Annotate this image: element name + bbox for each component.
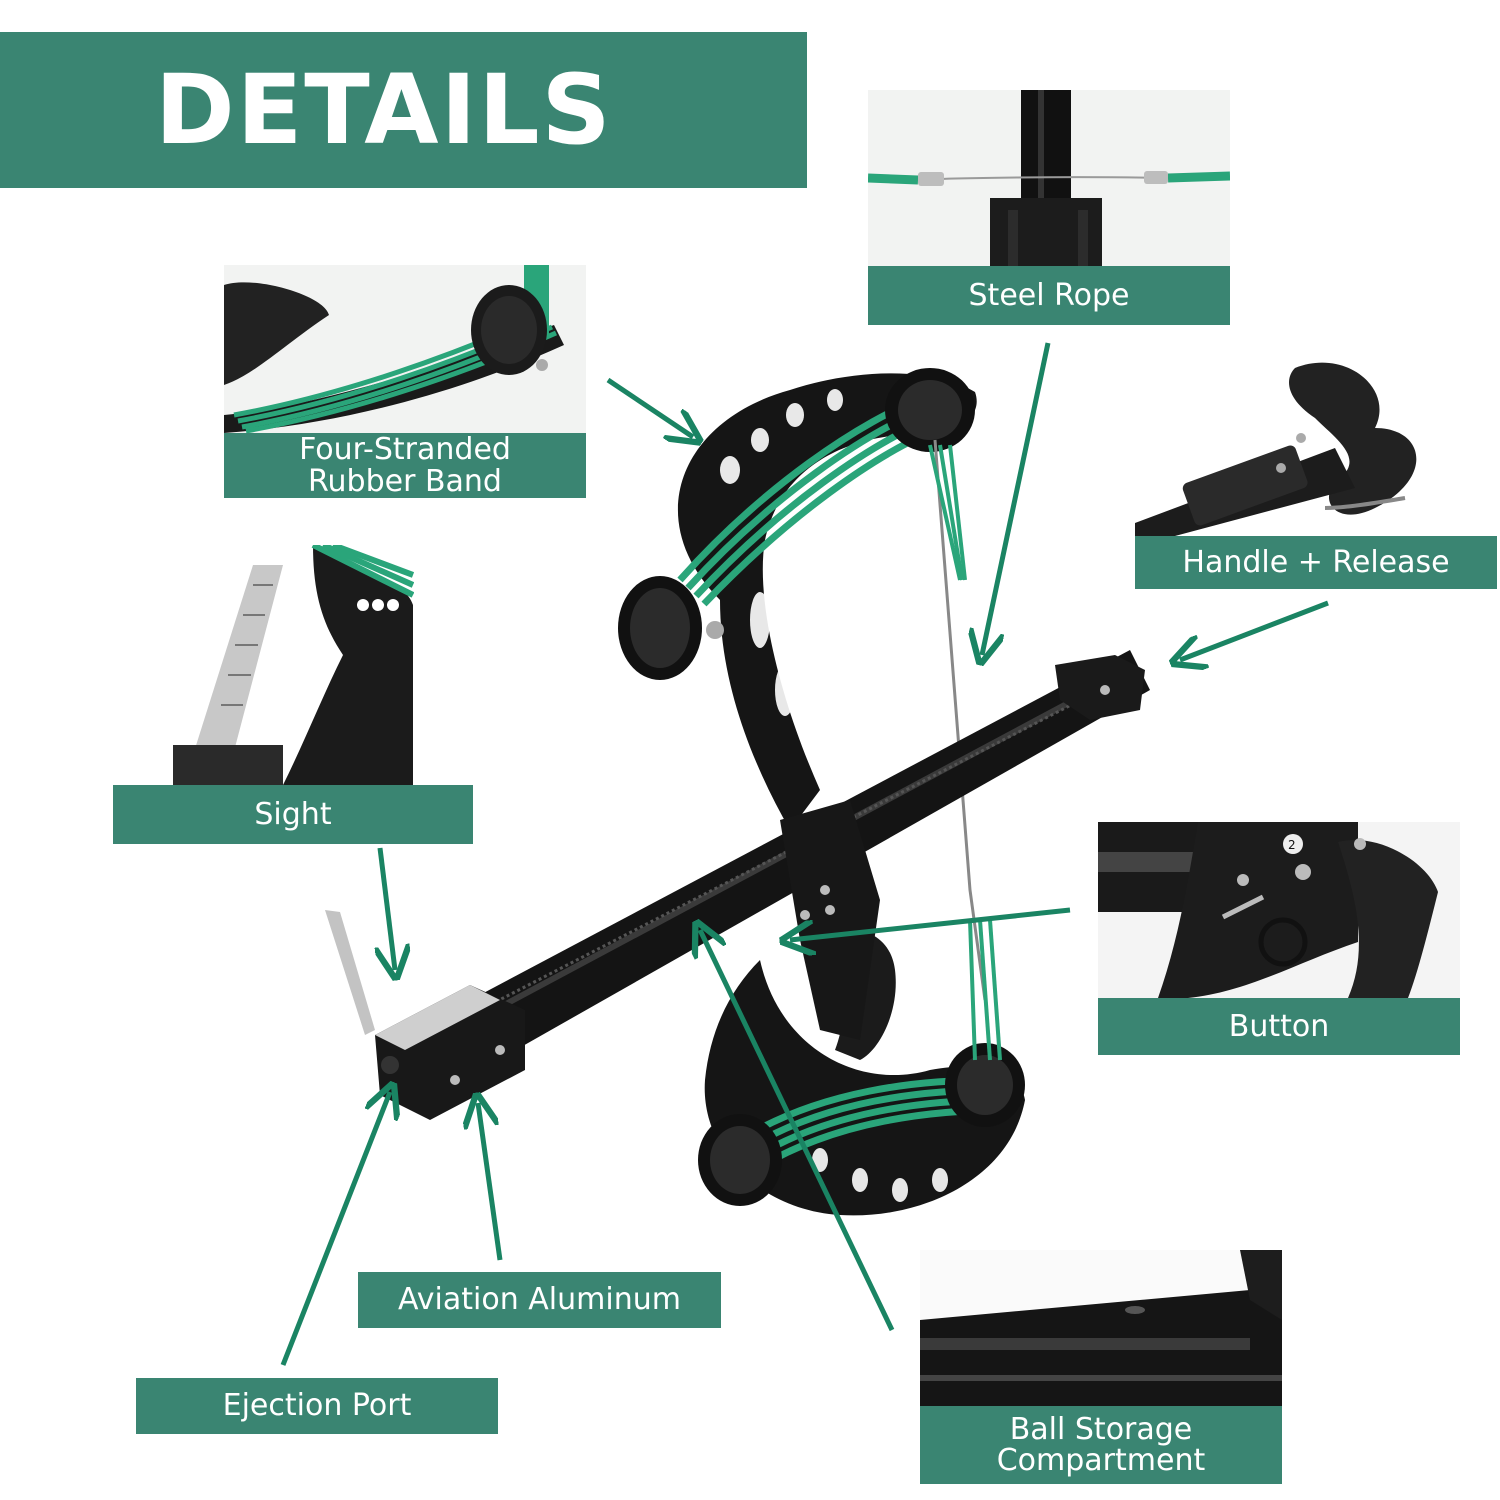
arrow-sight	[380, 847, 395, 970]
pistol-grip	[820, 930, 896, 1060]
lower-pulley-rear	[945, 1043, 1025, 1127]
upper-pulley-rear	[618, 576, 724, 680]
button-label: Button	[1098, 998, 1460, 1055]
upper-limb	[677, 373, 977, 830]
arrow-handle-release	[1180, 600, 1329, 660]
rubber-band-text-line2: Rubber Band	[308, 463, 502, 499]
steel-rope-string	[933, 439, 987, 1001]
sight-label: Sight	[113, 785, 473, 844]
handle-release-label: Handle + Release	[1135, 536, 1497, 589]
upper-pulley-front	[885, 368, 975, 452]
button-text: Button	[1228, 1008, 1330, 1044]
steel-rope-label: Steel Rope	[868, 266, 1230, 325]
arrow-ball-storage	[700, 930, 895, 1332]
riser	[780, 800, 880, 1040]
details-banner: DETAILS	[0, 32, 807, 188]
ball-storage-photo	[920, 1250, 1282, 1406]
aviation-aluminum-text: Aviation Aluminum	[398, 1282, 681, 1318]
ball-storage-text-line2: Compartment	[996, 1443, 1206, 1478]
ejection-port-label: Ejection Port	[136, 1378, 498, 1434]
sight-photo	[113, 545, 414, 785]
rear-handle-block	[1055, 655, 1145, 720]
button-photo: 2	[1098, 822, 1460, 998]
sight-text: Sight	[254, 796, 332, 832]
handle-release-photo	[1135, 358, 1497, 536]
aviation-aluminum-label: Aviation Aluminum	[358, 1272, 721, 1328]
steel-rope-text: Steel Rope	[968, 277, 1130, 313]
button-photo-number: 2	[1288, 838, 1296, 852]
page-title: DETAILS	[155, 54, 613, 166]
lower-pulley-front	[698, 1114, 782, 1206]
arrow-aviation-aluminum	[478, 1103, 503, 1261]
arrow-steel-rope	[982, 342, 1051, 655]
aluminum-rail	[395, 650, 1150, 1110]
lower-limb	[704, 960, 1025, 1216]
ball-storage-text-line1: Ball Storage	[1009, 1411, 1193, 1447]
front-sight	[325, 910, 375, 1035]
rubber-band-label: Four-Stranded Rubber Band	[224, 433, 586, 498]
arrow-button	[790, 907, 1071, 940]
rubber-band-photo	[224, 265, 586, 433]
ejection-port-text: Ejection Port	[222, 1388, 412, 1424]
rubber-band-text-line1: Four-Stranded	[299, 432, 511, 467]
handle-release-text: Handle + Release	[1182, 544, 1450, 580]
front-block	[375, 985, 525, 1120]
ball-storage-label: Ball Storage Compartment	[920, 1406, 1282, 1484]
steel-rope-photo	[868, 90, 1230, 266]
arrow-rubber-band	[606, 377, 693, 437]
